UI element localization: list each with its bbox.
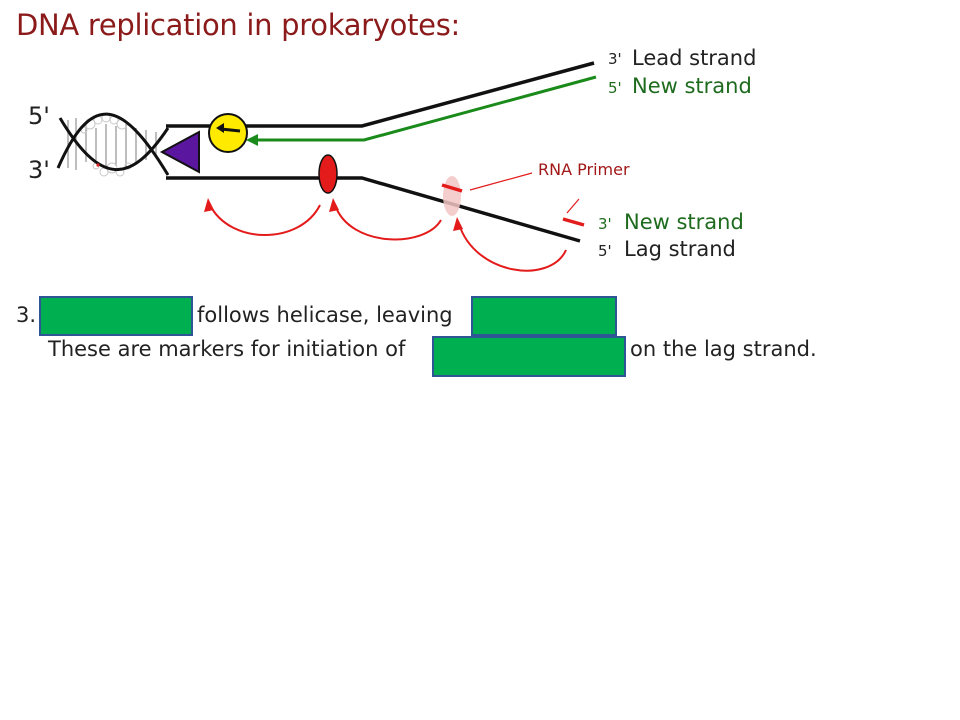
helicase-shape [159, 130, 200, 174]
arrowhead-2 [329, 198, 339, 212]
slide-title: DNA replication in prokaryotes: [16, 8, 460, 42]
lead-strand-end: 3' [608, 50, 622, 68]
answer-blank-3[interactable] [432, 336, 626, 377]
answer-blank-1[interactable] [39, 296, 193, 336]
lag-strand-line [166, 176, 581, 243]
new-strand-bottom-label: New strand [624, 210, 744, 234]
movement-arrow-2 [334, 204, 442, 241]
answer-blank-2[interactable] [471, 296, 617, 336]
arrowhead-1 [204, 198, 214, 212]
rna-primer-1 [441, 183, 463, 193]
left-3-prime-label: 3' [28, 156, 50, 184]
step-number: 3. [16, 303, 37, 327]
movement-arrow-1 [209, 204, 321, 236]
text-segment-3: on the lag strand. [630, 337, 817, 361]
new-lead-strand [256, 75, 597, 142]
lag-strand-end: 5' [598, 242, 612, 260]
new-strand-top-label: New strand [632, 74, 752, 98]
lag-strand-label: Lag strand [624, 237, 736, 261]
rna-primer-label: RNA Primer [538, 160, 630, 179]
primer-callout-line [469, 172, 533, 191]
primase-faded [443, 176, 461, 216]
primer-bracket [566, 198, 580, 214]
text-segment-2: These are markers for initiation of [48, 337, 406, 361]
replication-fork-diagram [56, 61, 597, 272]
new-strand-bottom-end: 3' [598, 215, 612, 233]
lead-strand-label: Lead strand [632, 46, 757, 70]
rna-primer-2 [562, 217, 585, 227]
left-5-prime-label: 5' [28, 102, 50, 130]
new-strand-top-end: 5' [608, 79, 622, 97]
new-strand-arrowhead [246, 134, 258, 146]
text-segment-1: follows helicase, leaving [197, 303, 453, 327]
primase-shape [318, 154, 338, 194]
polymerase-lead [208, 113, 248, 153]
arrowhead-3 [453, 217, 463, 231]
movement-arrow-3 [458, 223, 567, 272]
dna-helix [56, 112, 170, 177]
